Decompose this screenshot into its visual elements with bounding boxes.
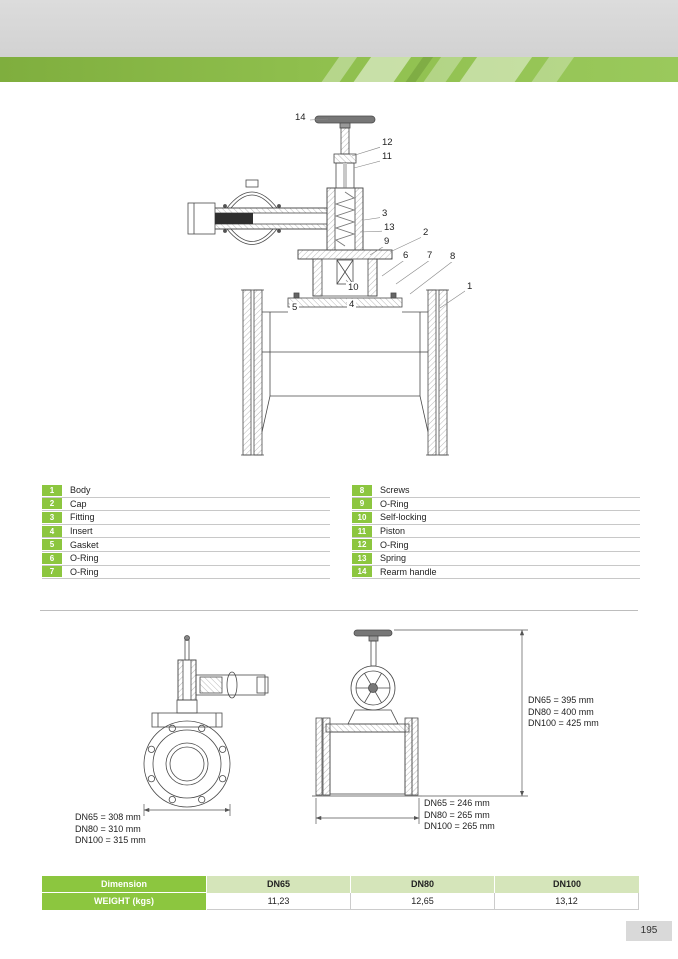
- dim-line: DN80 = 265 mm: [424, 809, 490, 820]
- weight-row-label: WEIGHT (kgs): [42, 893, 207, 910]
- part-row: 8 Screws: [352, 484, 640, 498]
- part-row: 10 Self-locking: [352, 511, 640, 525]
- dim-line: DN80 = 310 mm: [75, 823, 141, 834]
- part-number-badge: 7: [42, 566, 62, 578]
- part-label: Insert: [70, 526, 93, 537]
- dn100-header-cell: DN100: [495, 876, 639, 893]
- weight-table-data-row: WEIGHT (kgs) 11,23 12,65 13,12: [42, 893, 639, 910]
- dim-line: DN80 = 400 mm: [528, 706, 594, 717]
- part-label: Gasket: [70, 539, 99, 550]
- part-label: O-Ring: [380, 539, 409, 550]
- parts-table-right: 8 Screws 9 O-Ring 10 Self-locking 11 Pis…: [352, 484, 640, 580]
- width-dimension-side-view: DN65 = 308 mm DN80 = 310 mm DN100 = 315 …: [75, 812, 146, 847]
- part-row: 14 Rearm handle: [352, 566, 640, 580]
- callout-4: 4: [347, 299, 357, 310]
- front-view-drawing: [312, 629, 422, 797]
- parts-table-left: 1 Body 2 Cap 3 Fitting 4 Insert 5 Gasket…: [42, 484, 330, 580]
- callout-6: 6: [401, 250, 411, 261]
- dim-line: DN100 = 265 mm: [424, 821, 495, 831]
- part-number-badge: 11: [352, 525, 372, 537]
- part-row: 1 Body: [42, 484, 330, 498]
- part-row: 2 Cap: [42, 498, 330, 512]
- part-row: 6 O-Ring: [42, 552, 330, 566]
- callout-9: 9: [382, 236, 392, 247]
- part-row: 11 Piston: [352, 525, 640, 539]
- part-number-badge: 10: [352, 511, 372, 523]
- part-number-badge: 1: [42, 484, 62, 496]
- callout-11: 11: [380, 151, 394, 162]
- part-number-badge: 5: [42, 539, 62, 551]
- top-gray-band: [0, 0, 678, 57]
- part-row: 9 O-Ring: [352, 498, 640, 512]
- callout-3: 3: [380, 208, 390, 219]
- part-number-badge: 4: [42, 525, 62, 537]
- part-label: O-Ring: [70, 566, 99, 577]
- dimension-drawings: [143, 629, 528, 824]
- weight-table-header-row: Dimension DN65 DN80 DN100: [42, 876, 639, 893]
- part-number-badge: 2: [42, 498, 62, 510]
- weight-dn100-value: 13,12: [495, 893, 639, 910]
- part-label: O-Ring: [70, 553, 99, 564]
- side-view-drawing: [143, 635, 269, 808]
- callout-13: 13: [382, 222, 397, 233]
- section-divider: [40, 610, 638, 611]
- part-row: 3 Fitting: [42, 511, 330, 525]
- part-number-badge: 6: [42, 552, 62, 564]
- part-row: 12 O-Ring: [352, 538, 640, 552]
- dim-line: DN65 = 308 mm: [75, 812, 141, 822]
- part-label: Cap: [70, 498, 87, 509]
- dim-line: DN100 = 315 mm: [75, 835, 146, 845]
- weight-dn80-value: 12,65: [351, 893, 495, 910]
- dim-line: DN65 = 395 mm: [528, 695, 594, 705]
- dimension-lines: [143, 629, 528, 824]
- parts-legend: 1 Body 2 Cap 3 Fitting 4 Insert 5 Gasket…: [42, 484, 640, 580]
- dn65-header-cell: DN65: [207, 876, 351, 893]
- part-label: Fitting: [70, 512, 95, 523]
- part-row: 7 O-Ring: [42, 566, 330, 580]
- width-dimension-front-view: DN65 = 246 mm DN80 = 265 mm DN100 = 265 …: [424, 798, 495, 833]
- valve-parts-lines: [187, 115, 449, 456]
- callout-10: 10: [346, 282, 361, 293]
- banner-stripe: [450, 57, 541, 82]
- part-label: Body: [70, 485, 91, 496]
- callout-5: 5: [290, 302, 300, 313]
- callout-12: 12: [380, 137, 395, 148]
- part-number-badge: 8: [352, 484, 372, 496]
- banner-stripe: [522, 57, 583, 82]
- callout-14: 14: [293, 112, 308, 123]
- part-row: 13 Spring: [352, 552, 640, 566]
- height-dimension: DN65 = 395 mm DN80 = 400 mm DN100 = 425 …: [528, 695, 599, 730]
- weight-table: Dimension DN65 DN80 DN100 WEIGHT (kgs) 1…: [42, 876, 639, 910]
- part-label: Screws: [380, 485, 410, 496]
- part-label: Spring: [380, 553, 407, 564]
- part-row: 4 Insert: [42, 525, 330, 539]
- dn80-header-cell: DN80: [351, 876, 495, 893]
- part-label: Rearm handle: [380, 566, 437, 577]
- part-number-badge: 14: [352, 566, 372, 578]
- part-number-badge: 12: [352, 539, 372, 551]
- valve-cross-section-drawing: [187, 115, 469, 456]
- green-banner: [0, 57, 678, 82]
- part-label: Self-locking: [380, 512, 427, 523]
- part-number-badge: 13: [352, 552, 372, 564]
- callout-8: 8: [448, 251, 458, 262]
- page-number: 195: [626, 921, 672, 941]
- callout-2: 2: [421, 227, 431, 238]
- callout-7: 7: [425, 250, 435, 261]
- part-label: O-Ring: [380, 498, 409, 509]
- dim-line: DN100 = 425 mm: [528, 718, 599, 728]
- part-number-badge: 9: [352, 498, 372, 510]
- part-number-badge: 3: [42, 511, 62, 523]
- part-row: 5 Gasket: [42, 538, 330, 552]
- weight-dn65-value: 11,23: [207, 893, 351, 910]
- callout-1: 1: [465, 281, 475, 292]
- dim-line: DN65 = 246 mm: [424, 798, 490, 808]
- dimension-header-cell: Dimension: [42, 876, 207, 893]
- part-label: Piston: [380, 526, 406, 537]
